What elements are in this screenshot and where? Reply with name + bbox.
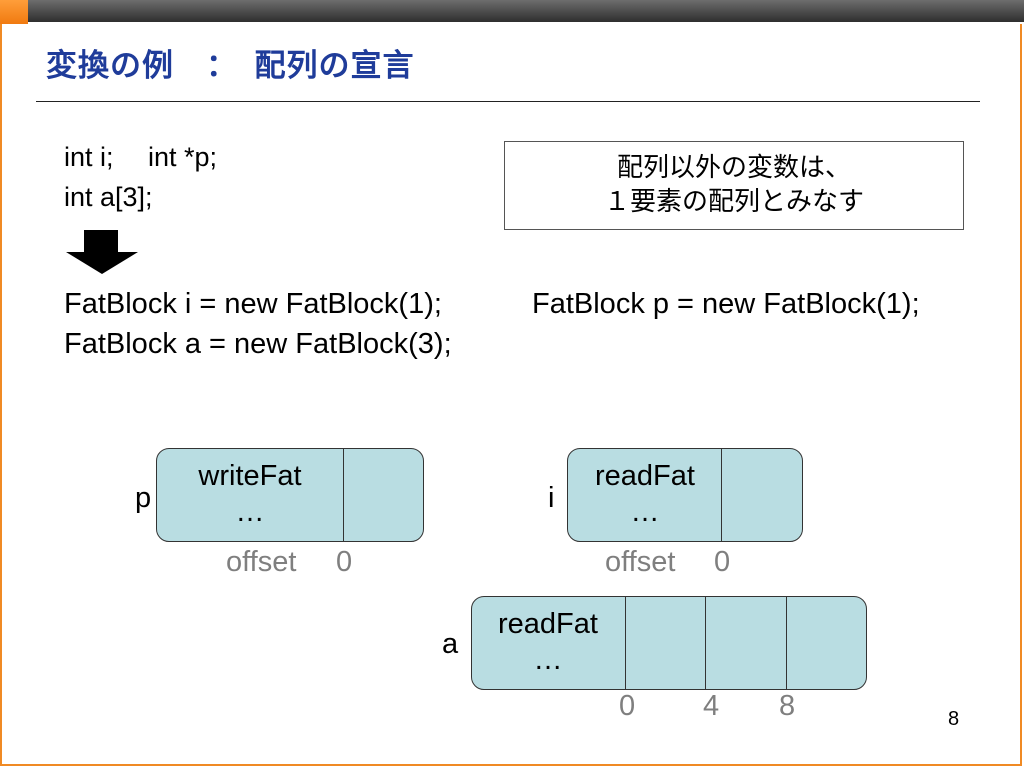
block-a-offset-0: 0 xyxy=(619,690,636,722)
note-line2: １要素の配列とみなす xyxy=(603,186,864,217)
fatblock-i xyxy=(567,448,803,542)
block-a-ellipsis: … xyxy=(533,644,563,677)
note-line1: 配列以外の変数は、 xyxy=(616,152,851,183)
source-code-line2: int a[3]; xyxy=(64,182,153,212)
block-p-offset-label: offset xyxy=(226,546,297,578)
block-a-divider-2 xyxy=(705,597,706,689)
fatblock-a xyxy=(471,596,867,690)
slide-title: 変換の例 ： 配列の宣言 xyxy=(46,48,415,84)
block-a-header: readFat … xyxy=(473,606,623,679)
page-number: 8 xyxy=(948,708,960,730)
slide-frame xyxy=(0,24,1022,766)
block-i-func: readFat xyxy=(595,460,695,492)
down-arrow-icon xyxy=(66,230,138,278)
source-code-line1-b: int *p; xyxy=(148,142,218,172)
source-code-line1-a: int i; xyxy=(64,142,114,172)
block-p-ellipsis: … xyxy=(235,496,265,529)
block-i-ellipsis: … xyxy=(630,496,660,529)
top-bar xyxy=(0,0,1024,22)
block-a-divider-3 xyxy=(786,597,787,689)
block-p-header: writeFat … xyxy=(158,458,342,531)
converted-code-line2: FatBlock a = new FatBlock(3); xyxy=(64,328,452,360)
title-underline xyxy=(36,101,980,102)
converted-code-line1-b: FatBlock p = new FatBlock(1); xyxy=(532,288,920,320)
block-i-offset-label: offset xyxy=(605,546,676,578)
block-a-divider-1 xyxy=(625,597,626,689)
corner-accent xyxy=(0,0,28,24)
block-p-divider xyxy=(343,449,344,541)
block-i-header: readFat … xyxy=(570,458,720,531)
block-a-offset-4: 4 xyxy=(703,690,720,722)
block-i-divider xyxy=(721,449,722,541)
block-i-variable-label: i xyxy=(548,482,555,514)
block-p-offset-value: 0 xyxy=(336,546,353,578)
block-a-offset-8: 8 xyxy=(779,690,796,722)
note-box: 配列以外の変数は、 １要素の配列とみなす xyxy=(504,141,964,230)
converted-code-line1-a: FatBlock i = new FatBlock(1); xyxy=(64,288,442,320)
block-p-variable-label: p xyxy=(135,482,152,514)
block-a-func: readFat xyxy=(498,608,598,640)
block-i-offset-value: 0 xyxy=(714,546,731,578)
fatblock-p xyxy=(156,448,424,542)
block-a-variable-label: a xyxy=(442,628,459,660)
block-p-func: writeFat xyxy=(198,460,302,492)
